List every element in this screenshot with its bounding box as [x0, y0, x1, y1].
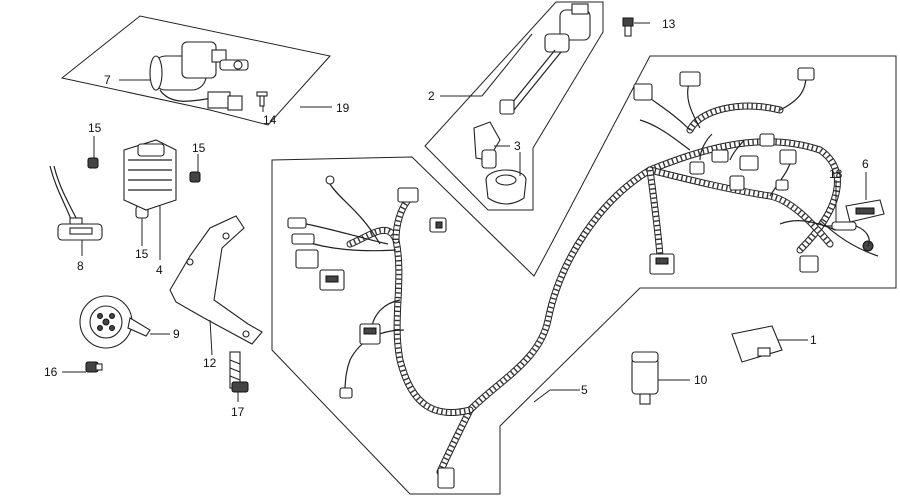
- callout-15-right: 15: [192, 141, 206, 155]
- callout-13: 13: [662, 17, 676, 31]
- bolt-17: [229, 351, 249, 393]
- ignition-coil-part: [473, 3, 591, 169]
- bracket-part: [169, 215, 263, 345]
- callout-15-lower: 15: [135, 247, 149, 261]
- callout-18: 18: [829, 167, 843, 181]
- horn-part: [79, 295, 151, 349]
- callout-10: 10: [694, 373, 708, 387]
- callout-9: 9: [173, 327, 180, 341]
- callout-3: 3: [514, 139, 521, 153]
- fuse-part: [820, 221, 874, 252]
- screw-13: [622, 17, 634, 37]
- callout-4: 4: [156, 263, 163, 277]
- spark-plug-cap-part: [485, 169, 527, 205]
- screw-14: [256, 91, 268, 107]
- flasher-part: [631, 351, 659, 405]
- callout-5: 5: [581, 383, 588, 397]
- regulator-part: [123, 139, 177, 211]
- main-harness-frame: [271, 55, 897, 495]
- callout-16: 16: [44, 365, 58, 379]
- callout-7: 7: [104, 73, 111, 87]
- callout-19: 19: [336, 101, 350, 115]
- callout-14: 14: [263, 113, 277, 127]
- leader-lines: [62, 22, 867, 403]
- callout-6: 6: [862, 157, 869, 171]
- callout-8: 8: [77, 259, 84, 273]
- callout-2: 2: [428, 89, 435, 103]
- callout-15-upper: 15: [88, 121, 102, 135]
- nut-15-right: [189, 171, 201, 183]
- callout-12: 12: [203, 356, 217, 370]
- brake-switch-part: [49, 165, 103, 241]
- relay-part: [731, 325, 783, 363]
- cdi-unit-part: [845, 199, 885, 223]
- ignition-switch-kit-frame: [60, 15, 331, 126]
- ignition-switch-part: [149, 41, 249, 111]
- ignition-coil-frame: [424, 1, 604, 211]
- nut-15-upper-left: [87, 157, 99, 169]
- callout-labels: 1 2 3 4 5 6 7 8 9 10 12 13 14 15 15 15 1…: [44, 17, 869, 419]
- callout-1: 1: [810, 333, 817, 347]
- bolt-16: [85, 361, 103, 373]
- main-harness-part: [287, 67, 879, 489]
- callout-17: 17: [231, 405, 245, 419]
